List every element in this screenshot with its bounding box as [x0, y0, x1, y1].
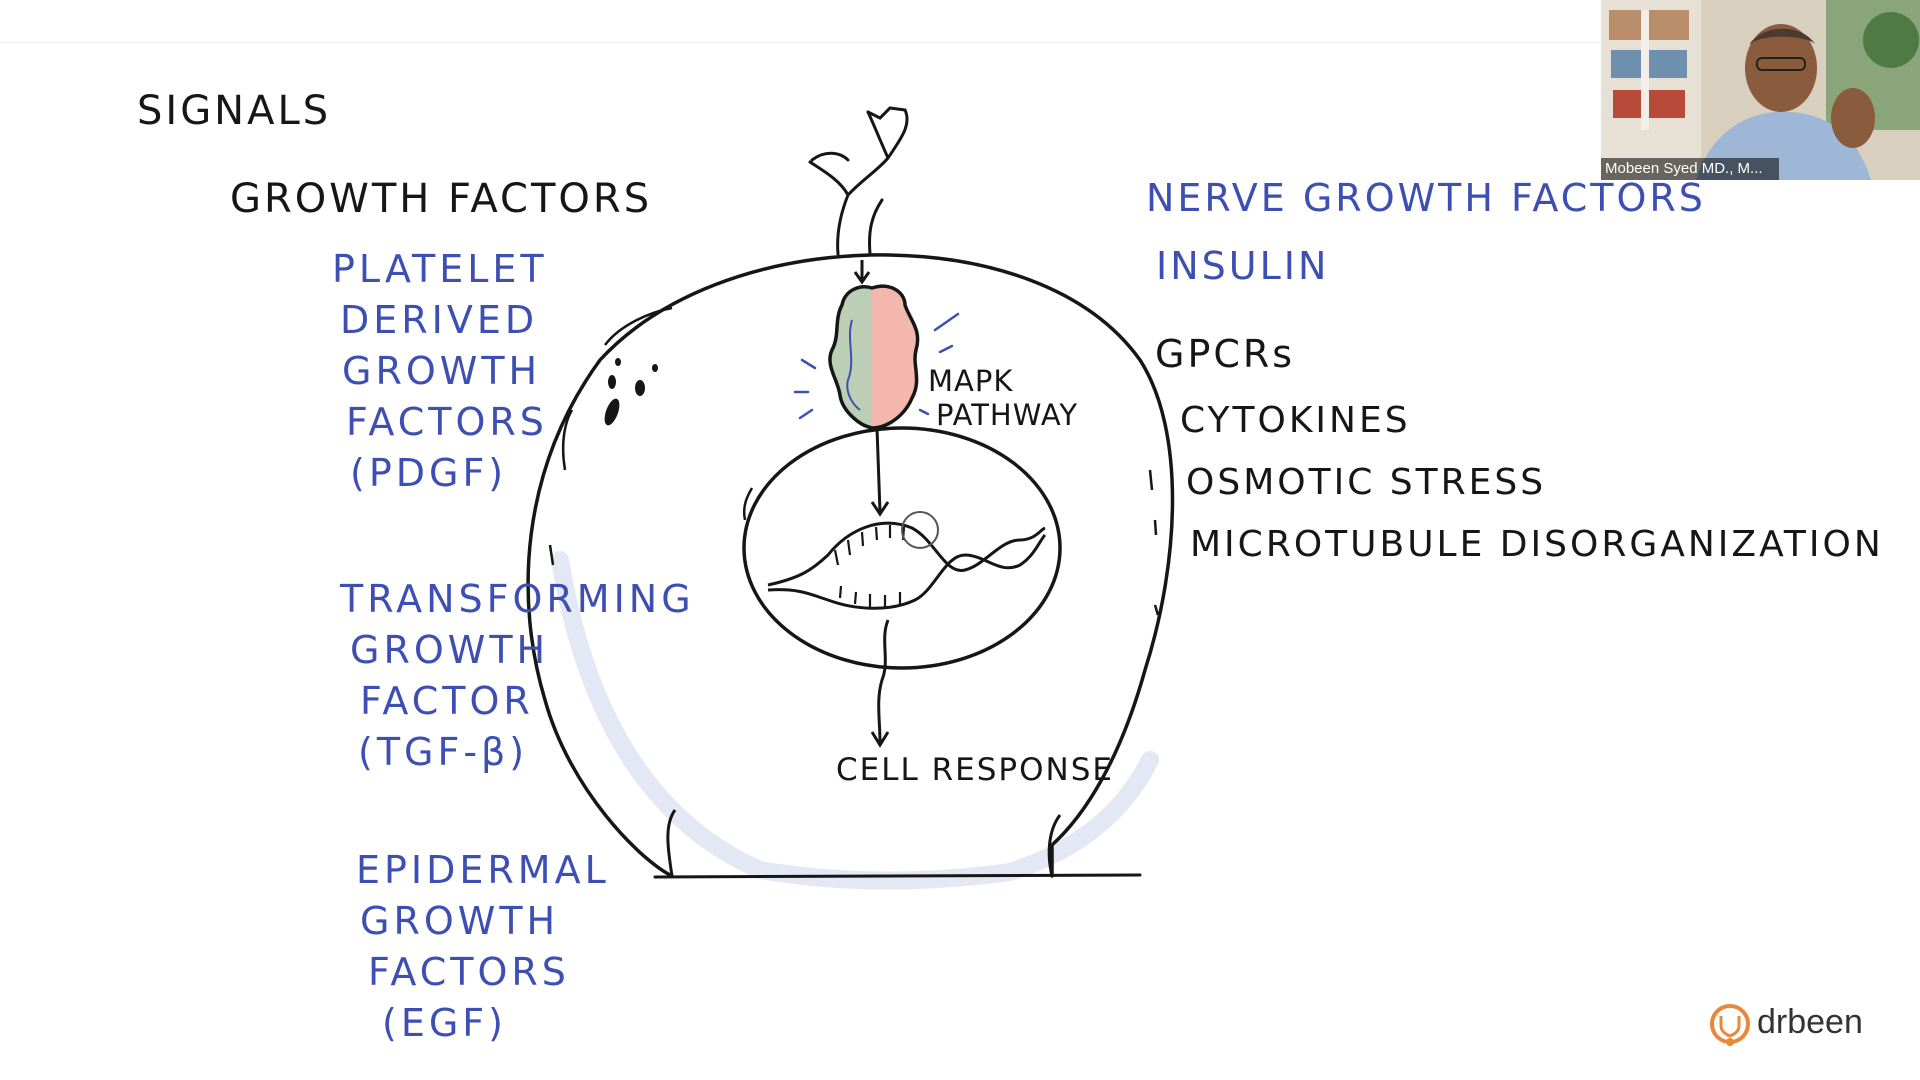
activity-mark [795, 360, 815, 418]
pathway-label: MAPK PATHWAY [928, 364, 1078, 432]
left-line: GROWTH [350, 625, 695, 676]
right-black-item: OSMOTIC STRESS [1186, 452, 1884, 514]
signals-title: SIGNALS [137, 88, 331, 134]
right-black-item: MICROTUBULE DISORGANIZATION [1190, 514, 1884, 576]
pathway-label-line: MAPK [928, 364, 1078, 398]
cursor-ring [902, 512, 938, 548]
receptor-stem [810, 110, 907, 254]
left-group-tgf: TRANSFORMING GROWTH FACTOR (TGF-β) [340, 574, 695, 778]
signal-arrow-2 [877, 428, 880, 512]
left-line: FACTOR [360, 676, 695, 727]
ground-line [655, 875, 1140, 877]
membrane-dot [635, 380, 645, 396]
drbeen-logo: drbeen [1705, 1000, 1865, 1050]
left-line: PLATELET [332, 244, 548, 295]
left-line: EPIDERMAL [356, 845, 610, 896]
logo-text: drbeen [1757, 1003, 1863, 1042]
dna-strand [768, 523, 1045, 585]
left-line: FACTORS [368, 947, 610, 998]
presenter-video[interactable]: Mobeen Syed MD., M... [1601, 0, 1920, 180]
membrane-dot [652, 364, 658, 372]
growth-factors-heading: GROWTH FACTORS [230, 176, 652, 222]
membrane-dot [602, 397, 623, 427]
left-group-pdgf: PLATELET DERIVED GROWTH FACTORS (PDGF) [332, 244, 548, 499]
right-black-item: CYTOKINES [1180, 390, 1884, 452]
left-line: (TGF-β) [358, 727, 695, 778]
right-blue-item: NERVE GROWTH FACTORS [1146, 176, 1706, 220]
left-line: DERIVED [340, 295, 548, 346]
left-line: FACTORS [346, 397, 548, 448]
left-line: GROWTH [342, 346, 548, 397]
left-line: TRANSFORMING [340, 574, 695, 625]
left-line: GROWTH [360, 896, 610, 947]
membrane-tick-left [550, 545, 553, 565]
mapk-complex-pink [872, 286, 918, 428]
membrane-dot [615, 358, 621, 366]
left-line: (PDGF) [350, 448, 548, 499]
pathway-label-line: PATHWAY [936, 398, 1078, 432]
nucleus-envelope [744, 428, 1060, 668]
gpcrs-heading: GPCRs [1155, 332, 1295, 376]
left-line: (EGF) [382, 998, 610, 1049]
response-arrow [879, 620, 888, 742]
membrane-dot [608, 375, 616, 389]
left-group-egf: EPIDERMAL GROWTH FACTORS (EGF) [356, 845, 610, 1049]
cell-response-label: CELL RESPONSE [836, 752, 1114, 788]
presenter-name-label: Mobeen Syed MD., M... [1601, 158, 1779, 180]
right-blue-item: INSULIN [1156, 244, 1329, 288]
membrane-tick [1150, 470, 1158, 615]
stethoscope-icon [1705, 1000, 1755, 1050]
presenter-video-frame [1601, 0, 1920, 180]
right-black-list: CYTOKINES OSMOTIC STRESS MICROTUBULE DIS… [1180, 390, 1884, 576]
